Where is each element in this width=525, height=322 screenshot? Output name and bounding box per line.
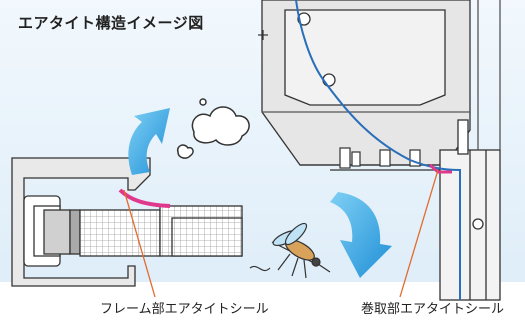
label-strip: [0, 282, 525, 322]
airflow-arrow-icon: [330, 192, 392, 278]
frame-section: [11, 157, 243, 287]
bolt-icon: [258, 30, 268, 40]
guide-rail: [439, 0, 501, 301]
roll-seal-label: 巻取部エアタイトシール: [361, 302, 505, 317]
frame-label-pointer: [123, 189, 156, 298]
diagram-title: エアタイト構造イメージ図: [18, 14, 204, 32]
casing-brackets: [330, 147, 440, 171]
mosquito-icon: [249, 222, 331, 279]
roll-casing: [261, 0, 471, 166]
cloud-icon: [176, 98, 250, 159]
frame-seal-label: フレーム部エアタイトシール: [100, 302, 269, 317]
roll-label-pointer: [399, 169, 439, 298]
airflow-arrow-icon: [128, 108, 170, 175]
shutter-sheet-line: [295, 0, 461, 300]
frame-seal-accent: [118, 188, 171, 208]
